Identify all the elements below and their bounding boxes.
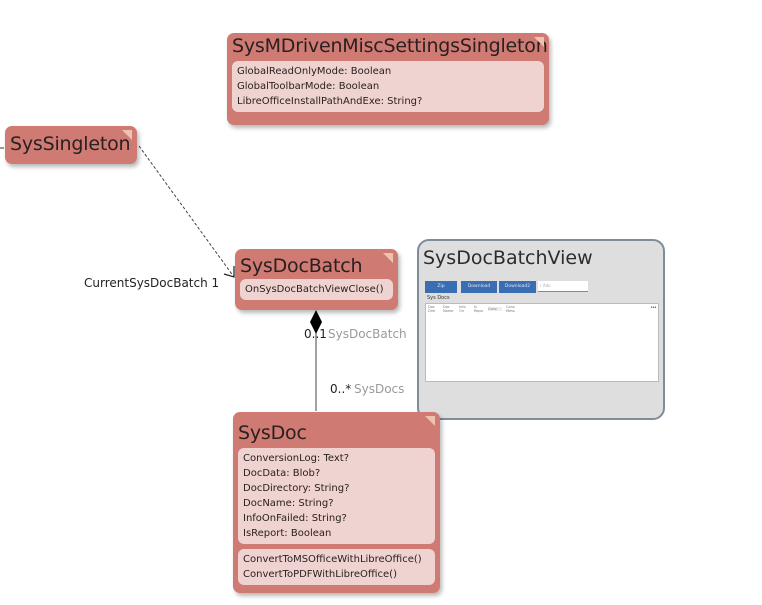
class-box-syssingleton[interactable]: SysSingleton [5,126,137,164]
arrowhead-icon [223,266,235,278]
methods-compartment: OnSysDocBatchViewClose() [240,279,393,300]
class-name: SysSingleton [10,133,131,155]
class-box-sysmdrivenmiscsettingssingleton[interactable]: SysMDrivenMiscSettingsSingleton GlobalRe… [227,33,549,125]
attribute[interactable]: InfoOnFailed: String? [243,513,347,524]
attribute[interactable]: LibreOfficeInstallPathAndExe: String? [237,96,423,107]
grid-column-header[interactable]: Doc Name [443,305,454,313]
download2-button[interactable]: Download2 [499,281,536,293]
grid-column-header[interactable]: Doc Dire [428,305,436,313]
attribute[interactable]: ConversionLog: Text? [243,453,350,464]
method[interactable]: ConvertToMSOfficeWithLibreOffice() [243,554,422,565]
zip-button[interactable]: Zip [425,281,457,293]
singleton-to-docbatch-link[interactable] [138,145,235,278]
role-label-sysdocs: SysDocs [354,382,405,396]
attribute[interactable]: DocDirectory: String? [243,483,350,494]
grid-column-header[interactable]: Conv Mess [506,305,515,313]
view-name: SysDocBatchView [423,247,593,269]
method[interactable]: ConvertToPDFWithLibreOffice() [243,569,397,580]
collapse-corner-icon[interactable] [425,416,435,426]
attribute[interactable]: IsReport: Boolean [243,528,332,539]
grid-menu-icon[interactable]: ••• [650,305,657,311]
view-box-sysdocbatchview[interactable]: SysDocBatchView Zip Download Download2 r… [417,239,665,420]
attribute[interactable]: GlobalReadOnlyMode: Boolean [237,66,392,77]
sysdocs-grid[interactable]: Doc Dire Doc Name Info On Is Repo Conv C… [425,303,659,382]
multiplicity-label: 0..* [330,382,352,396]
collapse-corner-icon[interactable] [383,253,393,263]
class-box-sysdocbatch[interactable]: SysDocBatch OnSysDocBatchViewClose() [235,249,398,310]
grid-column-header[interactable]: Is Repo [474,305,483,313]
method[interactable]: OnSysDocBatchViewClose() [245,284,384,295]
attributes-compartment: GlobalReadOnlyMode: Boolean GlobalToolba… [232,61,544,112]
collapse-corner-icon[interactable] [122,130,132,140]
attribute[interactable]: GlobalToolbarMode: Boolean [237,81,380,92]
methods-compartment: ConvertToMSOfficeWithLibreOffice() Conve… [238,549,435,585]
multiplicity-label: 0..1 [304,327,327,341]
grid-column-header[interactable]: Info On [459,305,466,313]
class-box-sysdoc[interactable]: SysDoc ConversionLog: Text? DocData: Blo… [233,412,440,593]
class-name: SysDocBatch [240,255,363,277]
attribute[interactable]: DocData: Blob? [243,468,321,479]
role-label-sysdocbatch: SysDocBatch [328,327,407,341]
class-name: SysDoc [238,422,307,444]
collapse-corner-icon[interactable] [534,37,544,47]
attributes-compartment: ConversionLog: Text? DocData: Blob? DocD… [238,448,435,544]
grid-column-header[interactable]: Conv [488,307,502,311]
view-input[interactable]: r Ado [538,281,588,292]
attribute[interactable]: DocName: String? [243,498,334,509]
role-label-currentsysdocbatch: CurrentSysDocBatch 1 [84,276,220,290]
class-name: SysMDrivenMiscSettingsSingleton [232,35,548,57]
composition-diamond-icon [310,310,322,334]
grid-label: Sys Docs [427,295,450,301]
download-button[interactable]: Download [461,281,497,293]
